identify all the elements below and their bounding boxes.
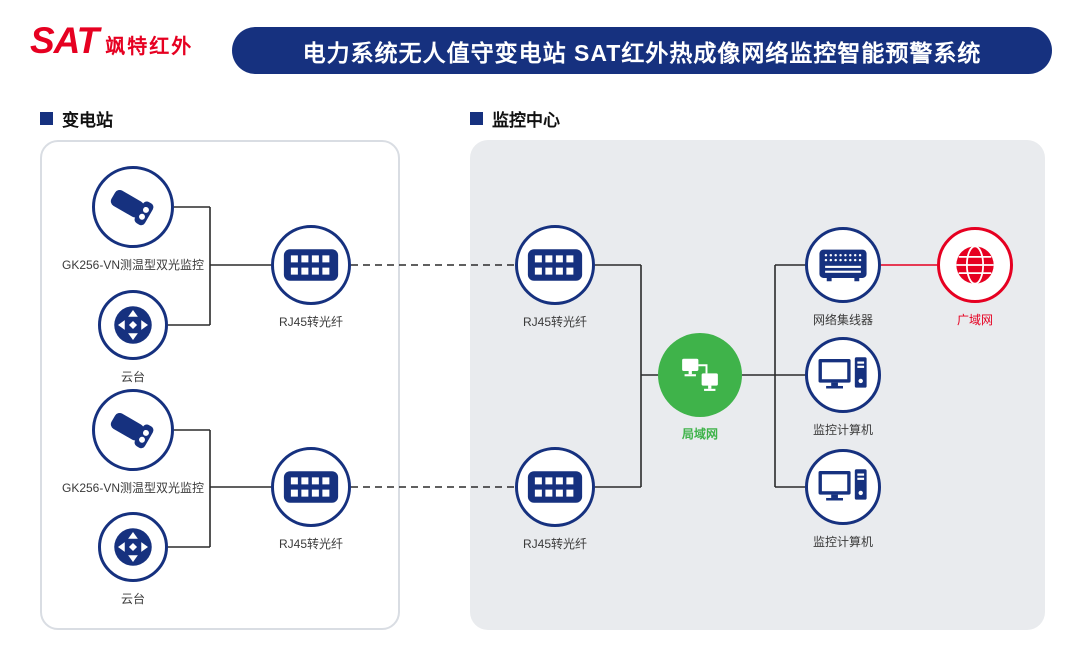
node-rj45-converter-mc-1: RJ45转光纤 bbox=[465, 225, 645, 330]
node-thermal-camera-2: GK256-VN测温型双光监控 bbox=[43, 389, 223, 496]
thermal-camera-icon bbox=[110, 189, 154, 226]
section-label-substation: 变电站 bbox=[40, 106, 113, 131]
node-circle bbox=[658, 333, 742, 417]
title-banner: 电力系统无人值守变电站 SAT红外热成像网络监控智能预警系统 bbox=[232, 27, 1052, 74]
node-lan: 局域网 bbox=[610, 333, 790, 442]
network-hub-icon bbox=[819, 249, 867, 282]
node-label: 云台 bbox=[120, 592, 145, 606]
node-monitor-computer-1: 监控计算机 bbox=[753, 337, 933, 438]
node-label: RJ45转光纤 bbox=[522, 315, 587, 329]
node-circle bbox=[271, 447, 351, 527]
node-label: GK256-VN测温型双光监控 bbox=[61, 481, 205, 495]
section-title: 监控中心 bbox=[492, 111, 560, 130]
logo-brand-text: 飒特红外 bbox=[105, 36, 194, 58]
section-title: 变电站 bbox=[62, 111, 113, 130]
node-wan: 广域网 bbox=[885, 227, 1065, 328]
node-circle bbox=[515, 447, 595, 527]
computer-icon bbox=[818, 357, 867, 389]
node-label: 广域网 bbox=[956, 313, 993, 327]
sat-logo: SAT 飒特红外 bbox=[30, 22, 193, 59]
node-rj45-converter-mc-2: RJ45转光纤 bbox=[465, 447, 645, 552]
blue-square-bullet bbox=[40, 112, 53, 125]
node-label: 云台 bbox=[120, 370, 145, 384]
node-circle bbox=[515, 225, 595, 305]
node-label: 网络集线器 bbox=[812, 313, 873, 327]
node-circle bbox=[92, 389, 174, 471]
node-pan-tilt-2: 云台 bbox=[43, 512, 223, 607]
node-pan-tilt-1: 云台 bbox=[43, 290, 223, 385]
node-circle bbox=[98, 290, 168, 360]
node-label: GK256-VN测温型双光监控 bbox=[61, 258, 205, 272]
node-circle bbox=[805, 449, 881, 525]
node-circle bbox=[805, 227, 881, 303]
node-circle bbox=[805, 337, 881, 413]
node-label: 局域网 bbox=[681, 427, 718, 441]
logo-sat-text: SAT bbox=[30, 20, 99, 61]
lan-devices-icon bbox=[682, 358, 718, 391]
rj45-fiber-converter-icon bbox=[283, 471, 339, 503]
pan-tilt-icon bbox=[114, 306, 152, 344]
wan-globe-icon bbox=[956, 245, 994, 285]
pan-tilt-icon bbox=[114, 528, 152, 566]
node-label: 监控计算机 bbox=[812, 423, 873, 437]
rj45-fiber-converter-icon bbox=[527, 249, 583, 281]
rj45-fiber-converter-icon bbox=[283, 249, 339, 281]
section-label-monitoring-center: 监控中心 bbox=[470, 106, 560, 131]
node-label: RJ45转光纤 bbox=[278, 315, 343, 329]
node-network-hub: 网络集线器 bbox=[753, 227, 933, 328]
thermal-camera-icon bbox=[110, 412, 154, 449]
node-circle bbox=[98, 512, 168, 582]
node-label: RJ45转光纤 bbox=[522, 537, 587, 551]
node-monitor-computer-2: 监控计算机 bbox=[753, 449, 933, 550]
node-circle bbox=[937, 227, 1013, 303]
node-thermal-camera-1: GK256-VN测温型双光监控 bbox=[43, 166, 223, 273]
node-rj45-converter-sub-1: RJ45转光纤 bbox=[221, 225, 401, 330]
node-circle bbox=[92, 166, 174, 248]
computer-icon bbox=[818, 469, 867, 501]
rj45-fiber-converter-icon bbox=[527, 471, 583, 503]
blue-square-bullet bbox=[470, 112, 483, 125]
node-label: RJ45转光纤 bbox=[278, 537, 343, 551]
node-circle bbox=[271, 225, 351, 305]
node-rj45-converter-sub-2: RJ45转光纤 bbox=[221, 447, 401, 552]
node-label: 监控计算机 bbox=[812, 535, 873, 549]
